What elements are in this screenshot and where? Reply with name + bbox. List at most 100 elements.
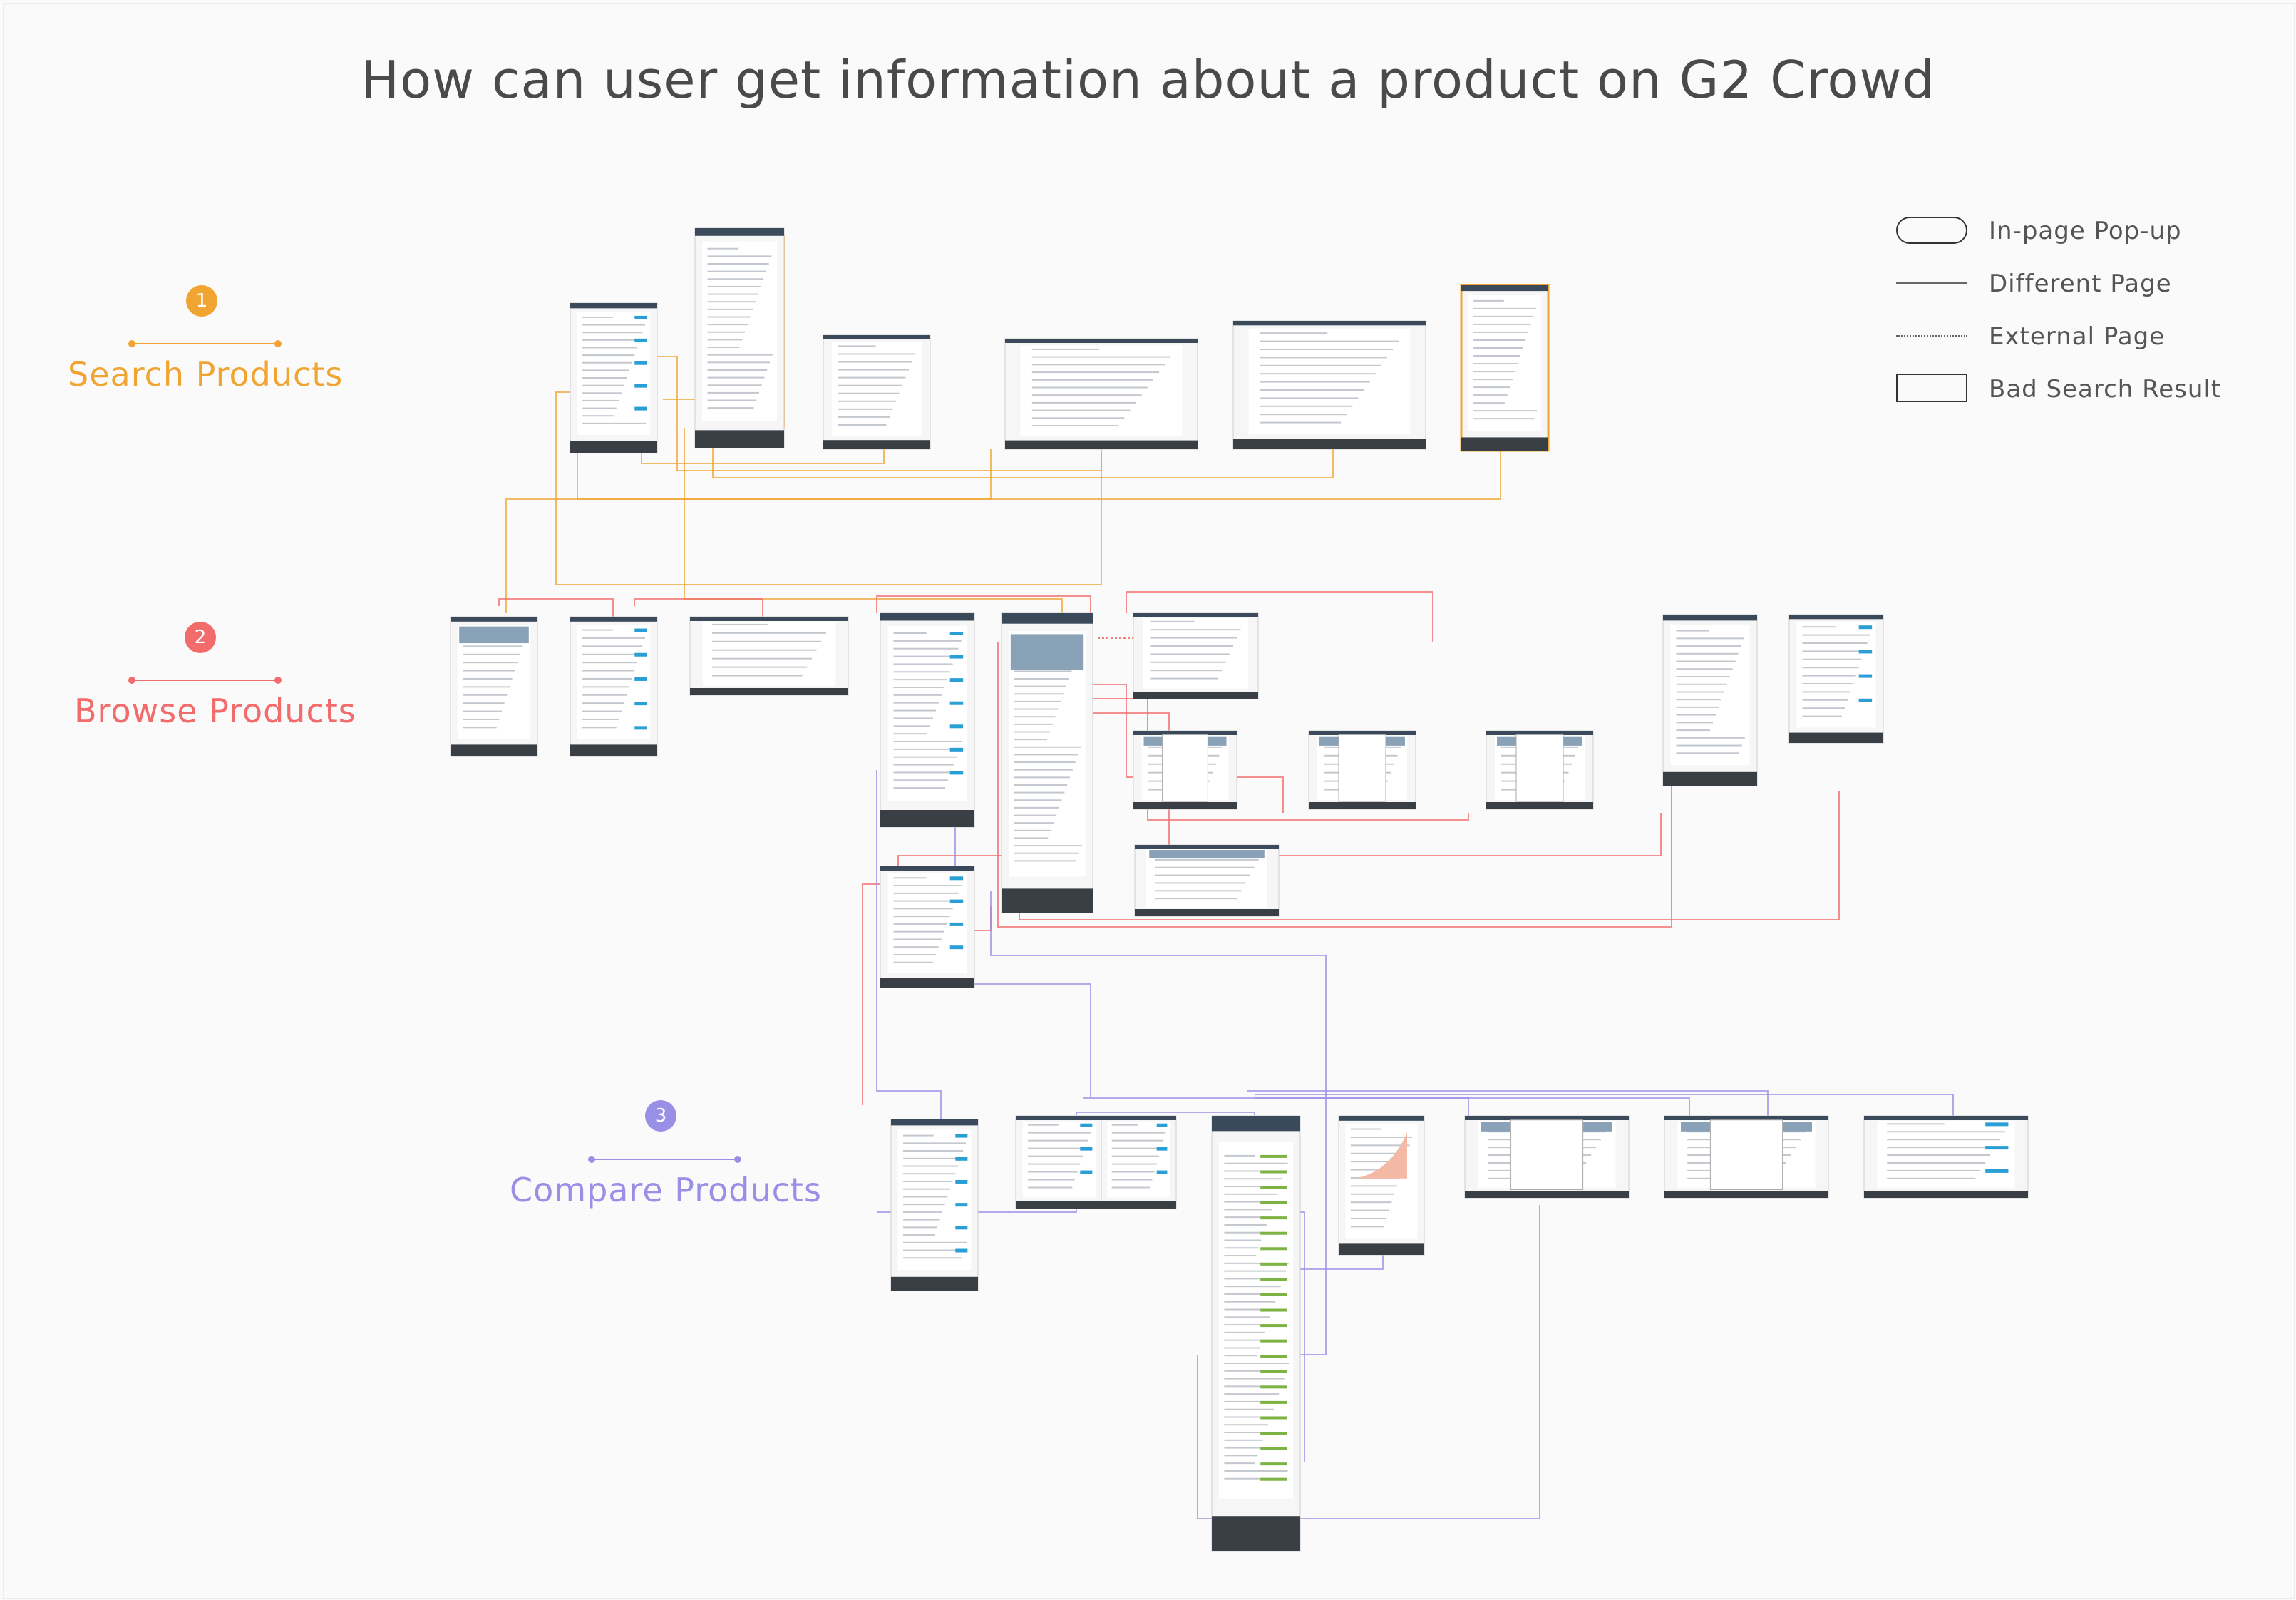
page-header-bar xyxy=(1789,615,1883,620)
text-line xyxy=(707,361,770,364)
action-button xyxy=(949,922,964,926)
grid-cell xyxy=(1260,1370,1287,1373)
text-line xyxy=(1031,425,1119,427)
text-line xyxy=(582,384,624,386)
action-button xyxy=(955,1203,968,1207)
text-line xyxy=(1802,699,1848,701)
text-line xyxy=(463,727,497,729)
text-line xyxy=(1014,746,1081,748)
hero-image xyxy=(1149,850,1265,858)
text-line xyxy=(1224,1286,1281,1288)
page-footer xyxy=(880,978,974,988)
legend-label: Different Page xyxy=(1989,270,2172,298)
legend-item-popup: In-page Pop-up xyxy=(1896,214,2295,250)
text-line xyxy=(1350,1152,1407,1154)
page-footer xyxy=(1486,802,1593,809)
text-line xyxy=(1150,653,1230,655)
text-line xyxy=(1260,373,1376,375)
text-line xyxy=(1224,1400,1277,1402)
text-line xyxy=(893,764,954,766)
page-body xyxy=(1020,345,1183,436)
text-line xyxy=(838,408,893,410)
page-header-bar xyxy=(1212,1116,1300,1132)
page-footer xyxy=(570,441,657,453)
text-line xyxy=(893,923,947,925)
text-line xyxy=(1676,729,1710,732)
text-line xyxy=(893,938,942,940)
text-line xyxy=(712,657,812,660)
action-button xyxy=(1985,1169,2009,1173)
text-line xyxy=(1224,1247,1259,1249)
action-button xyxy=(949,632,964,635)
text-line xyxy=(903,1180,953,1182)
text-line xyxy=(1676,660,1736,662)
text-line xyxy=(1676,699,1721,701)
text-line xyxy=(707,391,759,394)
text-line xyxy=(1224,1231,1265,1234)
grid-cell xyxy=(1260,1447,1287,1450)
text-line xyxy=(903,1157,961,1159)
text-line xyxy=(1224,1331,1265,1333)
section-label: Compare Products xyxy=(510,1171,822,1209)
text-line xyxy=(1260,357,1387,359)
text-line xyxy=(838,400,896,402)
text-line xyxy=(1473,315,1534,317)
grid-cell xyxy=(1260,1247,1287,1251)
page-body xyxy=(1107,1121,1170,1198)
page-body xyxy=(577,625,651,739)
text-line xyxy=(1111,1186,1150,1189)
text-line xyxy=(582,324,645,326)
browse-connector xyxy=(876,595,1091,617)
text-line xyxy=(1224,1432,1266,1434)
grid-cell xyxy=(1260,1339,1287,1343)
action-button xyxy=(1858,674,1873,678)
text-line xyxy=(1350,1161,1405,1163)
page-footer xyxy=(1101,1201,1176,1209)
text-line xyxy=(1150,677,1218,680)
text-line xyxy=(1224,1162,1288,1164)
text-line xyxy=(893,702,939,704)
text-line xyxy=(1224,1416,1272,1418)
action-button xyxy=(1985,1146,2009,1150)
section-number-badge: 1 xyxy=(186,285,217,317)
page-body xyxy=(897,1129,972,1271)
text-line xyxy=(1031,409,1131,411)
text-line xyxy=(1887,1154,1991,1157)
text-line xyxy=(893,946,939,948)
text-line xyxy=(582,339,640,341)
text-line xyxy=(1676,737,1745,739)
text-line xyxy=(1802,667,1859,669)
text-line xyxy=(1111,1155,1159,1157)
text-line xyxy=(1260,389,1364,391)
text-line xyxy=(1014,708,1059,710)
action-button xyxy=(634,406,647,411)
text-line xyxy=(893,900,956,902)
text-line xyxy=(1224,1362,1290,1364)
text-line xyxy=(1014,754,1078,756)
text-line xyxy=(1224,1316,1270,1318)
text-line xyxy=(1150,645,1233,647)
text-line xyxy=(582,361,632,364)
text-line xyxy=(1014,822,1054,824)
text-line xyxy=(707,293,758,295)
text-line xyxy=(1028,1147,1086,1149)
text-line xyxy=(1155,858,1259,861)
text-line xyxy=(582,407,617,409)
page-footer xyxy=(891,1276,978,1291)
text-line xyxy=(1887,1177,1976,1179)
chart-area xyxy=(1356,1132,1407,1179)
action-button xyxy=(634,628,647,632)
action-button xyxy=(634,726,647,730)
legend-label: In-page Pop-up xyxy=(1989,217,2182,245)
text-line xyxy=(893,953,936,955)
text-line xyxy=(1111,1147,1161,1149)
text-line xyxy=(838,384,902,386)
text-line xyxy=(1111,1179,1153,1181)
text-line xyxy=(1014,829,1051,831)
text-line xyxy=(582,399,619,401)
text-line xyxy=(893,779,949,781)
page-header-bar xyxy=(1864,1116,2028,1120)
page-footer xyxy=(1133,692,1258,699)
text-line xyxy=(1802,658,1862,660)
section-underline xyxy=(132,680,278,681)
